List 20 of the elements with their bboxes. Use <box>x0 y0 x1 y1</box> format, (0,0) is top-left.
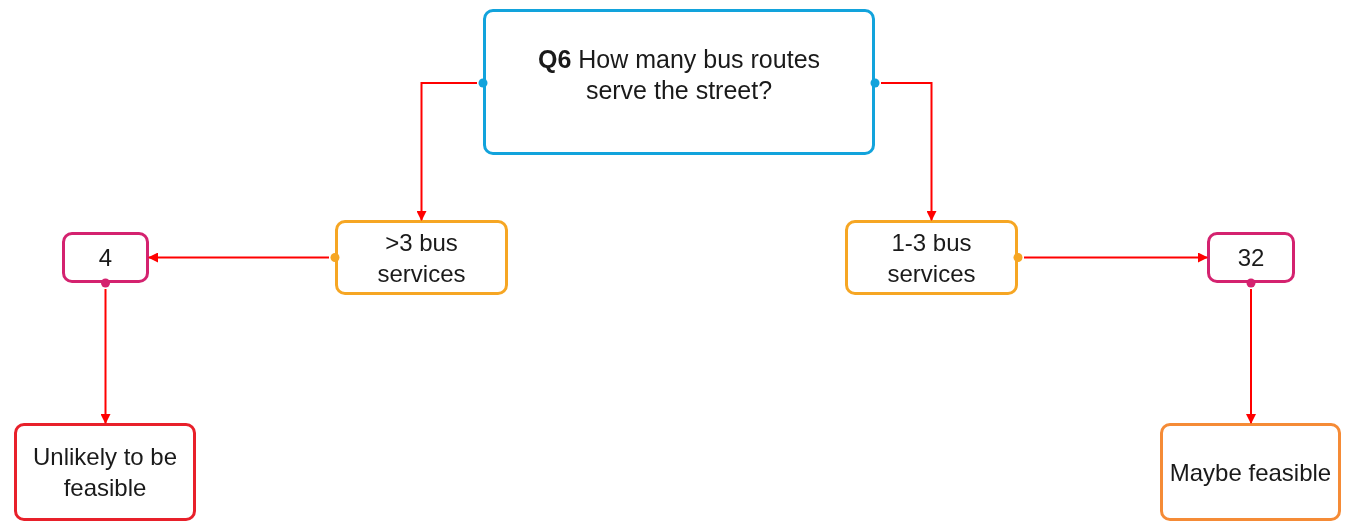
box-text: Maybe feasible <box>1169 457 1332 488</box>
arrow <box>880 82 937 221</box>
flow-box <box>1160 423 1341 521</box>
box-text: 32 <box>1237 243 1265 273</box>
box-text: Q6 How many bus routes serve the street? <box>536 44 822 106</box>
arrow <box>148 252 330 263</box>
arrow <box>416 82 478 221</box>
flow-box <box>335 220 508 295</box>
box-text: 1-3 bus services <box>886 227 977 289</box>
arrow <box>100 288 111 424</box>
flow-box <box>1207 232 1295 283</box>
box-text: >3 bus services <box>376 227 467 289</box>
box-text: Unlikely to be feasible <box>31 442 179 503</box>
flow-box <box>62 232 149 283</box>
arrow <box>1023 252 1208 263</box>
flow-box <box>14 423 196 521</box>
flow-box <box>845 220 1018 295</box>
flow-box <box>483 9 875 155</box>
arrow <box>1246 288 1256 424</box>
box-text: 4 <box>98 243 113 273</box>
